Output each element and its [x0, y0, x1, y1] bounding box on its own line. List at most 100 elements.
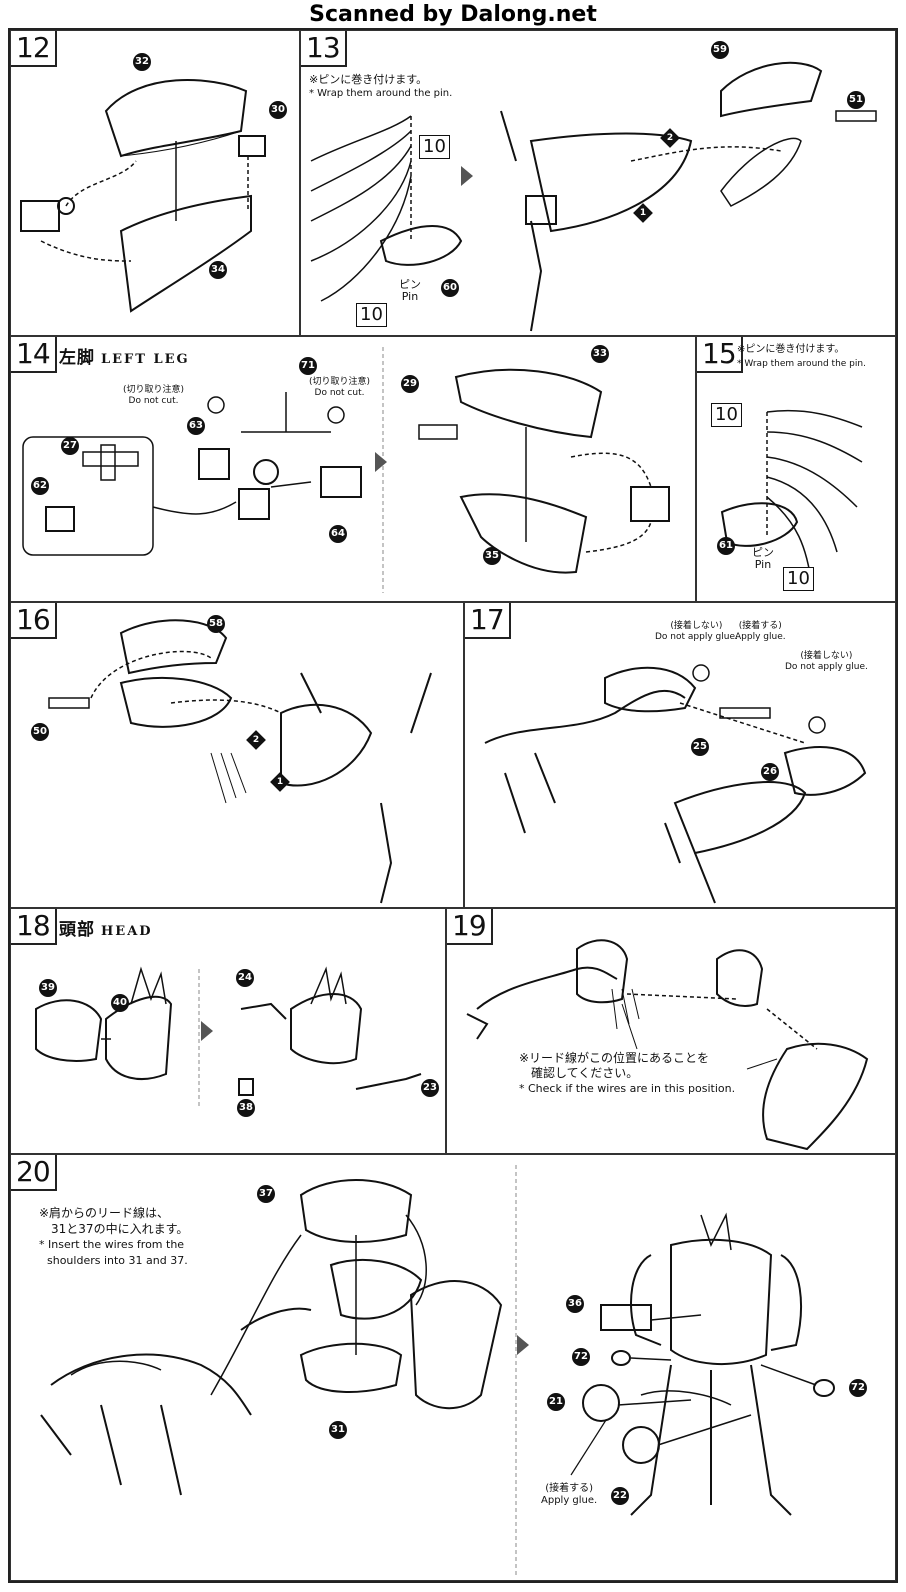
- pin-en: Pin: [401, 290, 419, 303]
- part-callout: 22: [611, 1487, 629, 1505]
- note-text: .: [184, 1254, 188, 1267]
- pin-jp: ピン: [752, 546, 774, 559]
- insert-wires-note: ※肩からのリード線は、 31と37の中に入れます。 * Insert the w…: [39, 1205, 188, 1269]
- apply-glue-label: (接着する) Apply glue.: [735, 621, 786, 643]
- check-wires-note: ※リード線がこの位置にあることを 確認してください。 * Check if th…: [519, 1051, 735, 1096]
- part-callout: 64: [329, 525, 347, 543]
- note-text: の中に入れます。: [93, 1222, 189, 1236]
- title-jp: 頭部: [59, 920, 95, 940]
- note-en: * Wrap them around the pin.: [737, 359, 866, 369]
- caution-label: (切り取り注意) Do not cut.: [309, 377, 370, 399]
- step-18-drawing: [35, 966, 422, 1109]
- pin-label: ピン Pin: [752, 547, 774, 571]
- step-20-panel: 20 ※肩からのリード線は、 31と37の中に入れます。 * Insert th…: [10, 1154, 896, 1581]
- glue-en: Apply glue.: [541, 1495, 598, 1506]
- step-number: 12: [11, 31, 57, 67]
- note-en: * Check if the wires are in this positio…: [519, 1082, 736, 1095]
- part-callout: 24: [236, 969, 254, 987]
- part-callout: 35: [483, 547, 501, 565]
- step-17-panel: 17 (接着しない) Do not apply glue. (接着する) App…: [464, 602, 896, 908]
- step-number: 16: [11, 603, 57, 639]
- step-19-panel: 19 ※リード線がこの位置にあることを 確認してください。 * Check if…: [446, 908, 896, 1154]
- note-en: * Wrap them around the pin.: [309, 88, 453, 99]
- part-callout: 58: [207, 615, 225, 633]
- part-callout: 40: [111, 994, 129, 1012]
- part-callout: 37: [257, 1185, 275, 1203]
- part-callout: 72: [849, 1379, 867, 1397]
- part-callout: 26: [761, 763, 779, 781]
- sequence-marker: 2: [660, 128, 680, 148]
- note-text: と: [66, 1222, 79, 1236]
- pin-en: Pin: [754, 558, 772, 571]
- step-number: 18: [11, 909, 57, 945]
- caution-en: Do not cut.: [128, 396, 179, 406]
- glue-jp: (接着しない): [800, 651, 853, 661]
- sequence-marker: 1: [633, 203, 653, 223]
- step-12-drawing: [20, 79, 266, 313]
- title-jp: 左脚: [59, 348, 95, 368]
- title-en: HEAD: [101, 924, 153, 939]
- step-14-drawing: [22, 347, 670, 593]
- glue-jp: (接着する): [738, 621, 782, 631]
- note-jp: ※ピンに巻き付けます。: [737, 344, 845, 355]
- step-number: 20: [11, 1155, 57, 1191]
- step-number: 14: [11, 337, 57, 373]
- step-20-drawing: [40, 1165, 835, 1575]
- wire-count-box: 10: [783, 567, 814, 591]
- wire-count-box: 10: [419, 135, 450, 159]
- part-callout: 36: [566, 1295, 584, 1313]
- part-callout: 61: [717, 537, 735, 555]
- part-callout: 27: [61, 437, 79, 455]
- note-text: shoulders into: [47, 1254, 126, 1267]
- part-callout: 63: [187, 417, 205, 435]
- note-en: * Insert the wires from the: [39, 1238, 185, 1251]
- caution-jp: (切り取り注意): [123, 385, 185, 395]
- glue-en: Do not apply glue.: [785, 662, 868, 672]
- flow-arrow: [375, 452, 387, 472]
- note-jp: ※肩からのリード線は、: [39, 1206, 170, 1220]
- part-ref: 37: [170, 1254, 185, 1267]
- pin-jp: ピン: [399, 278, 421, 291]
- glue-en: Do not apply glue.: [655, 632, 738, 642]
- note-jp: ※リード線がこの位置にあることを: [519, 1051, 710, 1065]
- wire-count-box: 10: [711, 403, 742, 427]
- step-title: 頭部 HEAD: [59, 915, 153, 940]
- flow-arrow: [201, 1021, 213, 1041]
- step-17-drawing: [484, 664, 867, 904]
- glue-jp: (接着しない): [670, 621, 723, 631]
- wrap-note: ※ピンに巻き付けます。 * Wrap them around the pin.: [309, 73, 452, 101]
- part-callout: 60: [441, 279, 459, 297]
- step-number: 13: [301, 31, 347, 67]
- part-callout: 51: [847, 91, 865, 109]
- wire-count-box: 10: [356, 303, 387, 327]
- step-number: 15: [697, 337, 743, 373]
- note-jp-line2: 31と37の中に入れます。: [51, 1221, 188, 1237]
- instruction-sheet: 12 32 30 34 13 ※ピンに巻き付けます。 * Wrap them a…: [8, 28, 898, 1583]
- flow-arrow: [517, 1335, 529, 1355]
- part-ref: 31: [51, 1222, 67, 1236]
- wrap-note: ※ピンに巻き付けます。 * Wrap them around the pin.: [737, 343, 866, 371]
- part-callout: 21: [547, 1393, 565, 1411]
- part-callout: 23: [421, 1079, 439, 1097]
- glue-jp: (接着する): [545, 1483, 594, 1494]
- part-callout: 62: [31, 477, 49, 495]
- pin-label: ピン Pin: [399, 279, 421, 303]
- step-16-panel: 16 58 50 1 2: [10, 602, 464, 908]
- note-jp: ※ピンに巻き付けます。: [309, 73, 428, 86]
- caution-label: (切り取り注意) Do not cut.: [123, 385, 184, 407]
- part-callout: 32: [133, 53, 151, 71]
- part-callout: 59: [711, 41, 729, 59]
- part-callout: 72: [572, 1348, 590, 1366]
- sequence-marker: 1: [270, 772, 290, 792]
- step-12-panel: 12 32 30 34: [10, 30, 300, 336]
- part-ref: 37: [78, 1222, 94, 1236]
- note-en-line2: shoulders into 31 and 37.: [47, 1253, 188, 1269]
- part-ref: 31: [128, 1254, 143, 1267]
- step-15-panel: 15 ※ピンに巻き付けます。 * Wrap them around the pi…: [696, 336, 896, 602]
- part-callout: 39: [39, 979, 57, 997]
- note-jp: 確認してください。: [531, 1066, 639, 1080]
- part-callout: 29: [401, 375, 419, 393]
